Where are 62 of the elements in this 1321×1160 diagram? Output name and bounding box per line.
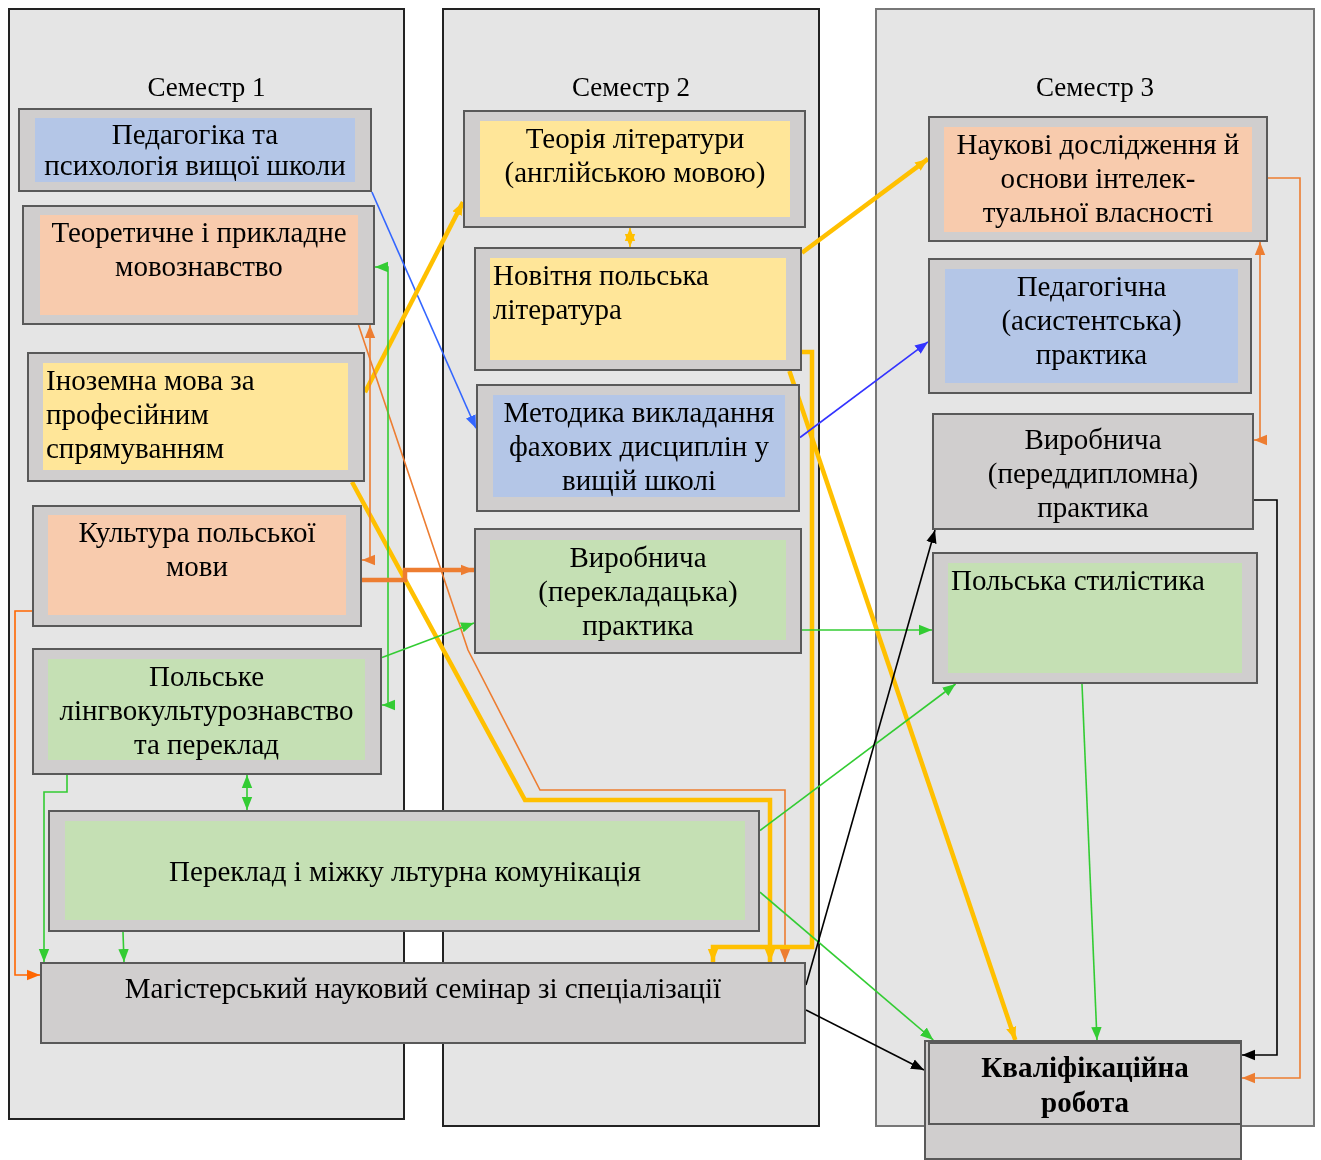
course-box	[27, 352, 365, 482]
course-box	[932, 552, 1258, 684]
arrow	[1081, 683, 1102, 1041]
column-heading: Семестр 2	[571, 71, 691, 104]
arrow	[14, 610, 41, 981]
column-heading: Семестр 3	[1035, 71, 1155, 104]
arrow	[371, 191, 477, 429]
arrow	[381, 622, 475, 659]
arrow	[759, 891, 935, 1041]
course-title: Переклад і міжку льтурна комунікація	[65, 821, 745, 920]
arrow	[624, 227, 636, 248]
arrow	[363, 201, 465, 394]
course-box	[474, 528, 802, 654]
arrow	[799, 341, 929, 439]
arrow	[801, 624, 933, 636]
course-box	[22, 205, 375, 325]
arrow	[374, 261, 395, 711]
course-title: Виробнича (переддипломна) практика	[986, 422, 1200, 525]
course-box	[32, 505, 362, 627]
arrow	[361, 324, 376, 566]
course-title: Виробнича (перекладацька) практика	[490, 540, 786, 640]
arrow	[707, 349, 815, 962]
column-heading: Семестр 1	[146, 71, 267, 104]
course-box	[463, 110, 806, 228]
course-title: Наукові дослідження й основи інтелек- туальної власності	[944, 127, 1252, 232]
course-title: Магістерський науковий семінар зі спеціалізації	[123, 971, 723, 1006]
course-box	[932, 413, 1254, 530]
course-title: Педагогічна (асистентська) практика	[945, 269, 1238, 383]
arrow	[787, 370, 1018, 1041]
arrow	[805, 529, 937, 986]
arrow	[1241, 177, 1301, 1084]
course-box	[474, 247, 802, 371]
course-title: Польська стилістика	[948, 563, 1242, 673]
arrow	[350, 480, 776, 962]
course-box	[48, 810, 760, 932]
course-box	[476, 384, 800, 512]
course-box	[40, 962, 806, 1044]
arrow	[1253, 241, 1267, 446]
arrow	[241, 774, 253, 811]
course-title: Кваліфікаційна робота	[928, 1042, 1242, 1125]
course-title: Культура польської мови	[48, 515, 346, 615]
course-title: Методика викладання фахових дисциплін у вищій школі	[493, 395, 785, 497]
course-box	[18, 108, 372, 192]
arrow	[362, 564, 474, 583]
arrow	[805, 1009, 925, 1071]
arrow	[800, 157, 930, 255]
course-title: Новітня польська література	[490, 258, 786, 360]
arrow	[357, 324, 791, 963]
course-title: Теоретичне і прикладне мовознавство	[40, 215, 358, 315]
arrow	[118, 931, 129, 963]
course-title: Теорія літератури (англійською мовою)	[480, 121, 790, 217]
course-box	[32, 648, 382, 775]
arrow	[1241, 499, 1278, 1061]
course-box	[928, 116, 1268, 242]
course-title: Іноземна мова за професійним спрямуванням	[43, 363, 348, 470]
course-box	[928, 258, 1252, 394]
thesis-box	[924, 1040, 1242, 1160]
semester-column	[875, 8, 1315, 1127]
course-title: Педагогіка та психологія вищої школи	[35, 118, 355, 182]
arrow	[759, 683, 957, 832]
arrow	[38, 774, 68, 963]
course-title: Польське лінгвокультурознавство та переклад	[48, 659, 365, 760]
